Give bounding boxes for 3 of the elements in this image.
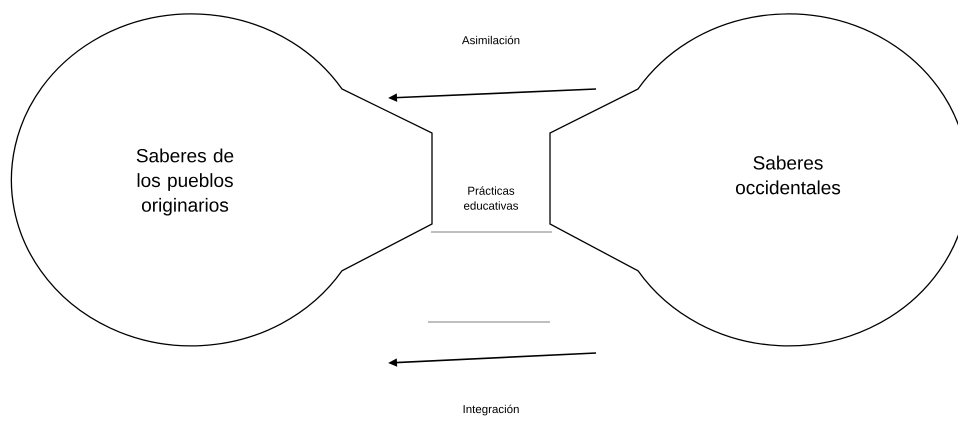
arrow-label: Asimilación [462, 36, 520, 44]
channel-text: Prácticas educativas [464, 186, 518, 210]
arrow-label: Integración [464, 404, 519, 416]
